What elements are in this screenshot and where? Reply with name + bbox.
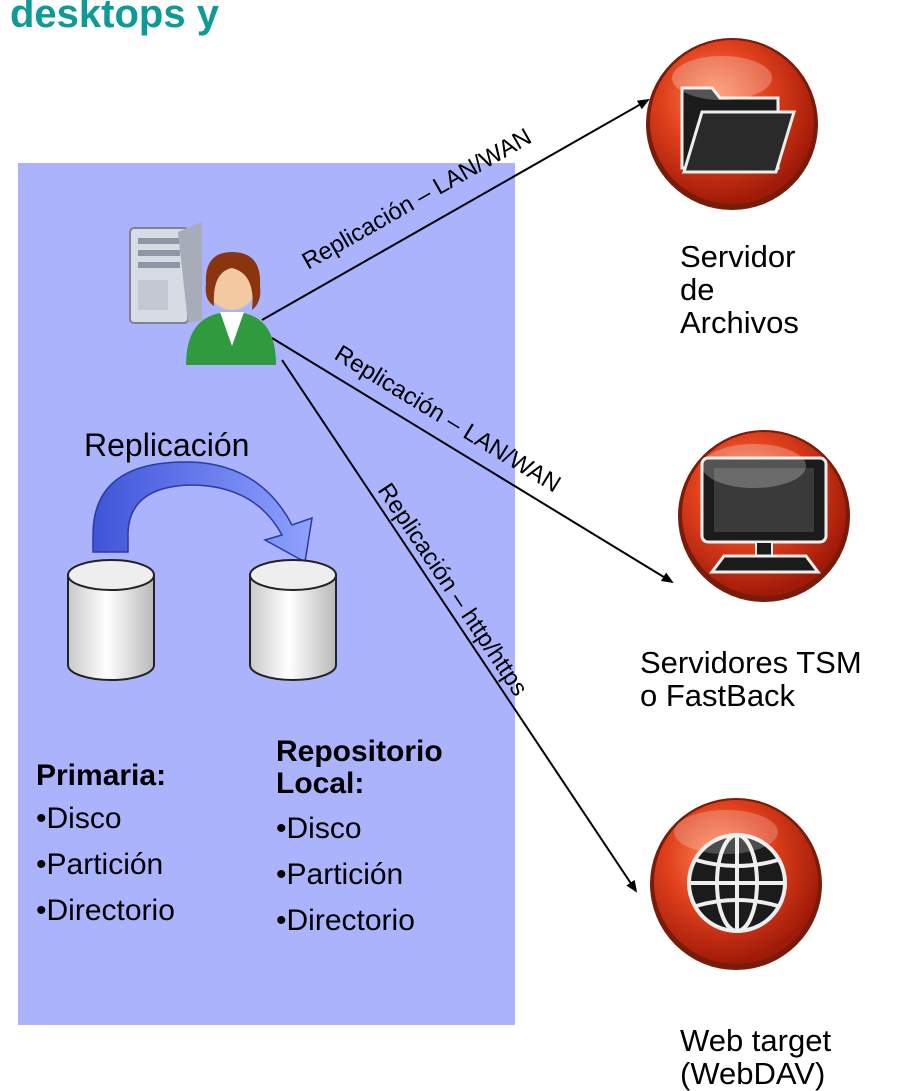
connection-label-web: Replicación – http/https	[372, 478, 533, 701]
local-repo-disk-icon	[249, 559, 337, 681]
replication-label: Replicación	[84, 427, 250, 463]
web-target-label: Web target (WebDAV)	[680, 1023, 832, 1091]
local-repo-list: Disco Partición Directorio	[276, 806, 443, 944]
connection-label-file-server: Replicación – LAN/WAN	[298, 123, 537, 275]
local-repo-item-directory: Directorio	[276, 898, 443, 944]
connection-line-web	[281, 359, 638, 893]
server-user-icon	[129, 222, 276, 365]
primary-disk-icon	[67, 559, 155, 681]
local-repo-item-partition: Partición	[276, 852, 443, 898]
primary-heading: Primaria:	[36, 759, 167, 792]
tsm-server-label: Servidores TSM o FastBack	[640, 645, 862, 713]
connection-line-file-server	[261, 99, 650, 321]
monitor-icon	[678, 430, 850, 602]
slide-title: desktops y	[10, 0, 219, 36]
globe-icon	[650, 798, 822, 970]
replication-curve-arrow	[92, 461, 313, 564]
local-repo-heading-line1: Repositorio	[276, 735, 443, 768]
primary-item-directory: Directorio	[36, 888, 175, 934]
local-repo-group: Repositorio Local: Disco Partición Direc…	[276, 736, 443, 944]
local-repo-item-disk: Disco	[276, 806, 443, 852]
primary-item-partition: Partición	[36, 842, 175, 888]
primary-group: Primaria: Disco Partición Directorio	[36, 760, 175, 934]
connection-label-tsm: Replicación – LAN/WAN	[330, 340, 565, 498]
primary-list: Disco Partición Directorio	[36, 796, 175, 934]
file-server-label: Servidor de Archivos	[680, 239, 799, 340]
primary-item-disk: Disco	[36, 796, 175, 842]
connection-line-tsm	[271, 337, 674, 584]
local-repo-heading-line2: Local:	[276, 767, 365, 800]
folder-icon	[646, 38, 818, 210]
